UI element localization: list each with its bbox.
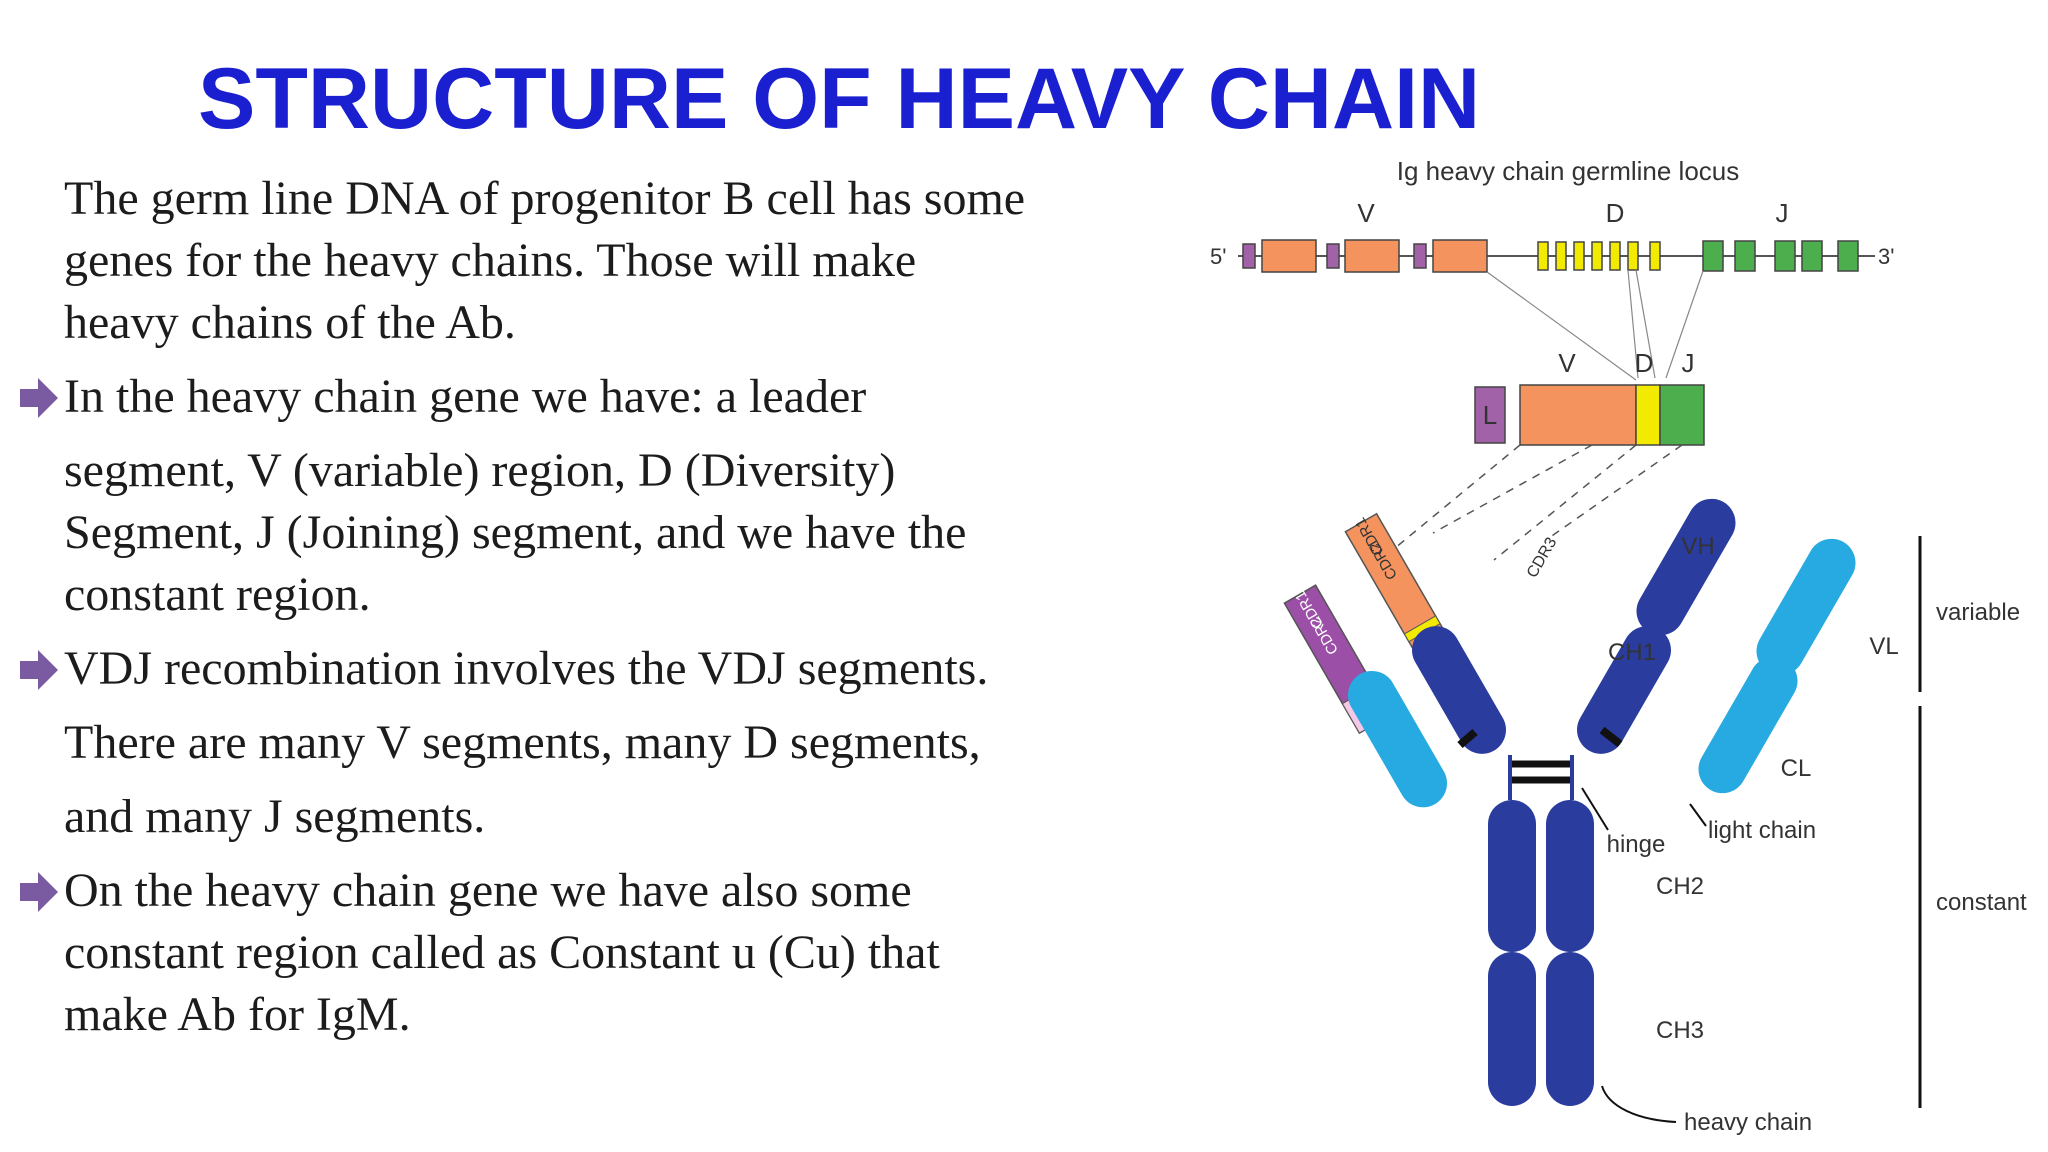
locus-title: Ig heavy chain germline locus xyxy=(1397,156,1740,186)
paragraph-line: heavy chains of the Ab. xyxy=(64,296,516,349)
paragraph-line: Segment, J (Joining) segment, and we hav… xyxy=(64,506,967,559)
locus-label-j: J xyxy=(1776,198,1789,228)
paragraph-line: genes for the heavy chains. Those will m… xyxy=(64,234,917,287)
cdr3-label: CDR3 xyxy=(1524,535,1561,581)
paragraph-line: and many J segments. xyxy=(64,790,486,843)
right-vl-domain xyxy=(1756,538,1856,676)
cl-label: CL xyxy=(1781,755,1812,782)
j-segment xyxy=(1774,240,1796,272)
heavy-chain-diagram: Ig heavy chain germline locus V D J 5' 3… xyxy=(1210,156,2027,1136)
left-ch3-domain xyxy=(1488,952,1536,1106)
heavy-chain-label: heavy chain xyxy=(1684,1109,1812,1136)
j-segment xyxy=(1734,240,1756,272)
left-cl-domain xyxy=(1348,670,1447,808)
right-vh-domain xyxy=(1636,498,1736,636)
arrow-bullet-icon xyxy=(20,378,58,418)
paragraph-line: In the heavy chain gene we have: a leade… xyxy=(64,370,867,423)
ch3-label: CH3 xyxy=(1656,1017,1704,1044)
d-segment xyxy=(1627,241,1639,271)
rearranged-j xyxy=(1659,384,1705,446)
left-disulfide-bond xyxy=(1457,728,1478,749)
right-ch2-domain xyxy=(1546,800,1594,952)
constant-label: constant xyxy=(1936,889,2027,916)
paragraph-line: There are many V segments, many D segmen… xyxy=(64,716,981,769)
vdj-label-j: J xyxy=(1682,348,1695,378)
bullet-item-vdj: VDJ recombination involves the VDJ segme… xyxy=(0,638,1140,848)
rearranged-d xyxy=(1635,384,1661,446)
j-segment xyxy=(1837,240,1859,272)
paragraph-line: On the heavy chain gene we have also som… xyxy=(64,864,912,917)
right-cl-domain xyxy=(1698,656,1798,794)
rearranged-v xyxy=(1519,384,1637,446)
body-text: The germ line DNA of progenitor B cell h… xyxy=(0,168,1140,1046)
d-segment xyxy=(1537,241,1549,271)
j-segment xyxy=(1702,240,1724,272)
paragraph-line: constant region. xyxy=(64,568,371,621)
d-segment xyxy=(1555,241,1567,271)
d-segment xyxy=(1649,241,1661,271)
v-gene-segments xyxy=(1242,239,1488,273)
vl-label: VL xyxy=(1869,633,1898,660)
arrow-bullet-icon xyxy=(20,872,58,912)
right-disulfide-bond xyxy=(1599,726,1623,748)
v-segment xyxy=(1261,239,1317,273)
paragraph-line: The germ line DNA of progenitor B cell h… xyxy=(64,172,1026,225)
five-prime-label: 5' xyxy=(1210,244,1226,269)
light-chain-label: light chain xyxy=(1708,817,1816,844)
paragraph-line: constant region called as Constant u (Cu… xyxy=(64,926,940,979)
vh-label: VH xyxy=(1681,533,1714,560)
leader-segment xyxy=(1326,243,1340,269)
vdj-label-v: V xyxy=(1558,348,1576,378)
ch2-label: CH2 xyxy=(1656,873,1704,900)
right-ch3-domain xyxy=(1546,952,1594,1106)
hinge-pointer xyxy=(1581,787,1609,831)
rearranged-leader xyxy=(1474,386,1506,444)
d-segment xyxy=(1591,241,1603,271)
rearranged-vdj-exon xyxy=(1474,384,1705,446)
rearrangement-lines xyxy=(1486,269,1704,381)
heavy-chain-pointer xyxy=(1601,1085,1677,1123)
left-ch2-domain xyxy=(1488,800,1536,952)
slide-title: STRUCTURE OF HEAVY CHAIN xyxy=(198,51,1481,147)
left-ch1-domain xyxy=(1412,626,1506,754)
leader-label: L xyxy=(1483,400,1497,430)
paragraph-line: make Ab for IgM. xyxy=(64,988,411,1041)
v-segment xyxy=(1432,239,1488,273)
three-prime-label: 3' xyxy=(1878,244,1894,269)
leader-segment xyxy=(1242,243,1256,269)
ch1-label: CH1 xyxy=(1608,639,1656,666)
hinge-label: hinge xyxy=(1607,831,1666,858)
arrow-bullet-icon xyxy=(20,650,58,690)
vdj-label-d: D xyxy=(1635,348,1654,378)
bullet-item-constant: On the heavy chain gene we have also som… xyxy=(0,860,1140,1046)
right-ch1-domain xyxy=(1577,626,1671,754)
hinge-disulfide-bonds xyxy=(1508,760,1574,784)
j-gene-segments xyxy=(1702,240,1859,272)
locus-label-d: D xyxy=(1606,198,1625,228)
bullet-item-segments: In the heavy chain gene we have: a leade… xyxy=(0,366,1140,626)
leader-segment xyxy=(1413,243,1427,269)
light-chain-pointer xyxy=(1689,803,1707,827)
locus-label-v: V xyxy=(1357,198,1375,228)
v-segment xyxy=(1344,239,1400,273)
paragraph-line: segment, V (variable) region, D (Diversi… xyxy=(64,444,896,497)
paragraph-intro: The germ line DNA of progenitor B cell h… xyxy=(0,168,1140,354)
variable-label: variable xyxy=(1936,599,2020,626)
paragraph-line: VDJ recombination involves the VDJ segme… xyxy=(64,642,989,695)
j-segment xyxy=(1801,240,1823,272)
d-segment xyxy=(1609,241,1621,271)
projection-dashed-lines xyxy=(1371,444,1683,568)
d-segment xyxy=(1573,241,1585,271)
d-gene-segments xyxy=(1537,241,1661,271)
